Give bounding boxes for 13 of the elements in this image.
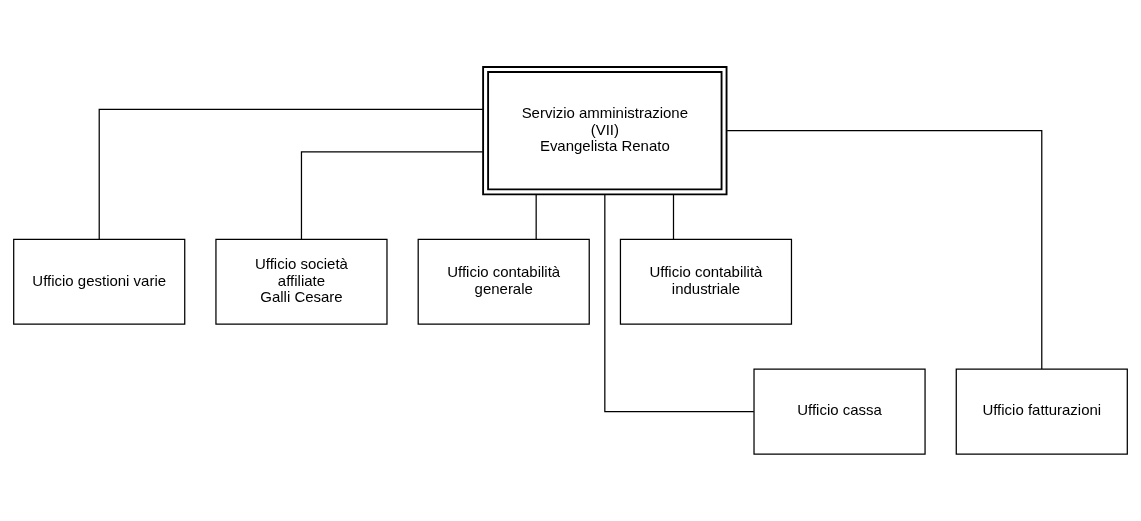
node-box: Ufficio gestioni varie bbox=[13, 238, 186, 325]
node-box: Servizio amministrazione (VII) Evangelista Renato bbox=[482, 66, 728, 196]
node-box: Ufficio contabilità generale bbox=[417, 238, 590, 325]
node-box: Ufficio cassa bbox=[753, 368, 926, 455]
node-box: Ufficio fatturazioni bbox=[955, 368, 1128, 455]
connector bbox=[726, 130, 1043, 370]
connector bbox=[535, 194, 537, 240]
node-box: Ufficio contabilità industriale bbox=[619, 238, 793, 325]
connector bbox=[604, 193, 755, 413]
node-box: Ufficio società affiliate Galli Cesare bbox=[215, 238, 388, 325]
connector bbox=[672, 194, 675, 240]
connector bbox=[98, 108, 484, 240]
connector bbox=[300, 151, 484, 240]
